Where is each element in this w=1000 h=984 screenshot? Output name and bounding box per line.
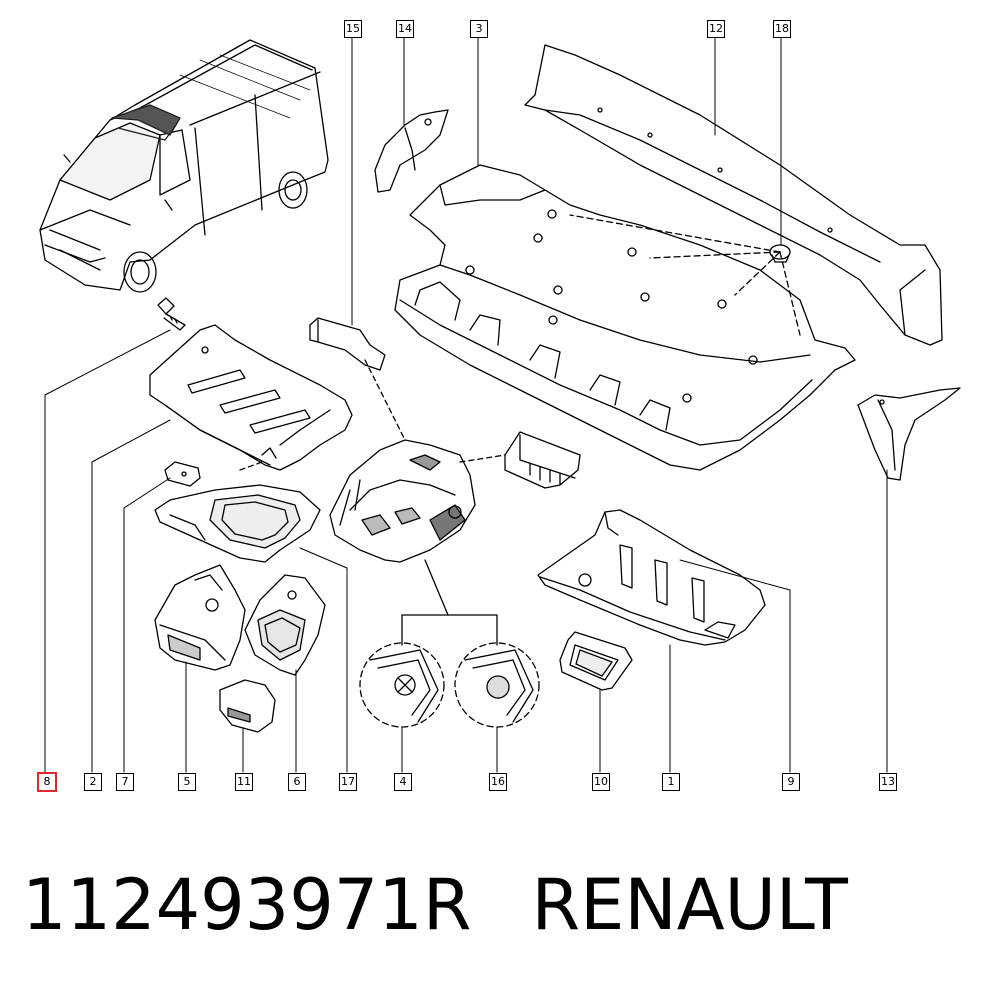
footer: 112493971R RENAULT — [22, 855, 848, 955]
part-6-lamp-module — [244, 574, 326, 676]
part-17-console-frame — [154, 484, 321, 563]
callout-2: 2 — [84, 773, 102, 791]
leader-lines — [44, 36, 888, 773]
brand-name: RENAULT — [531, 864, 848, 946]
detail-circle-16 — [454, 642, 540, 728]
callout-8: 8 — [37, 772, 57, 792]
part-7-plate — [164, 461, 201, 487]
part-8-screw — [157, 297, 186, 331]
part-3-roof-panel — [394, 164, 856, 471]
part-console-housing — [329, 439, 476, 563]
callout-1: 1 — [662, 773, 680, 791]
part-12-rear-header — [524, 44, 943, 346]
callout-16: 16 — [489, 773, 507, 791]
part-18-dashed-leaders — [569, 214, 801, 336]
callout-14: 14 — [396, 20, 414, 38]
callout-7: 7 — [116, 773, 134, 791]
part-2-console-panel — [149, 324, 353, 471]
dashed-leaders-console — [239, 359, 506, 471]
detail-circle-4 — [359, 642, 445, 728]
part-9-connector — [504, 431, 581, 489]
callout-15: 15 — [344, 20, 362, 38]
part-number: 112493971R — [22, 864, 472, 946]
part-1-side-trim — [537, 509, 766, 646]
callout-3: 3 — [470, 20, 488, 38]
part-5-lamp-module — [154, 564, 246, 671]
detail-leaders — [401, 559, 498, 646]
part-13-pillar-trim — [857, 387, 961, 481]
part-10-frame — [559, 631, 633, 691]
van-illustration — [39, 39, 329, 293]
callout-17: 17 — [339, 773, 357, 791]
callout-18: 18 — [773, 20, 791, 38]
part-14-pillar-trim — [374, 109, 449, 193]
callout-4: 4 — [394, 773, 412, 791]
part-15-bracket — [309, 317, 386, 371]
part-11-lens-cover — [219, 679, 276, 733]
callout-5: 5 — [178, 773, 196, 791]
callout-6: 6 — [288, 773, 306, 791]
callout-10: 10 — [592, 773, 610, 791]
callout-13: 13 — [879, 773, 897, 791]
callout-11: 11 — [235, 773, 253, 791]
callout-9: 9 — [782, 773, 800, 791]
callout-12: 12 — [707, 20, 725, 38]
